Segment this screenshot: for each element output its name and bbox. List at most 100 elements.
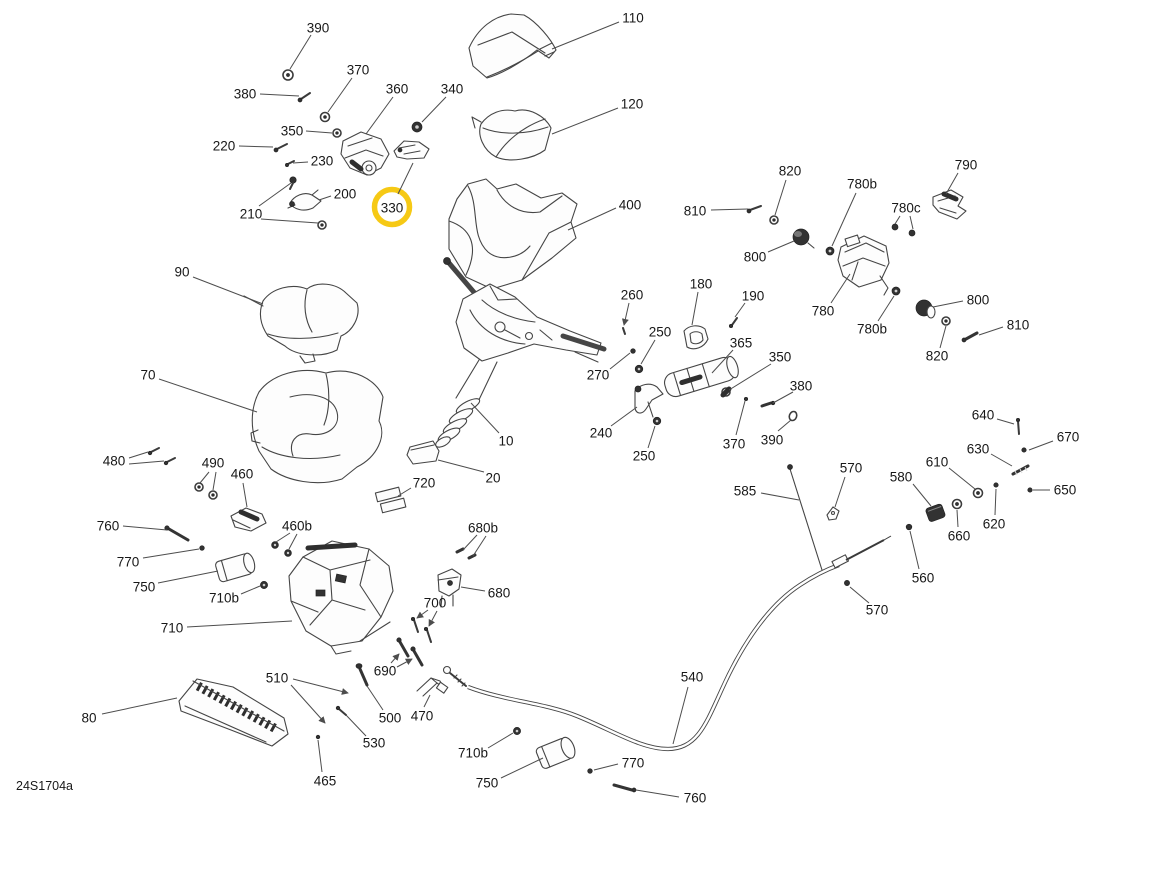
callout-750[interactable]: 750 — [476, 757, 544, 791]
callout-460[interactable]: 460 — [231, 467, 254, 508]
part-number-270[interactable]: 270 — [587, 368, 610, 383]
part-number-620[interactable]: 620 — [983, 517, 1006, 532]
callout-330[interactable]: 330 — [381, 162, 414, 216]
part-number-510[interactable]: 510 — [266, 671, 289, 686]
callout-660[interactable]: 660 — [948, 509, 971, 544]
part-number-760[interactable]: 760 — [97, 519, 120, 534]
part-number-790[interactable]: 790 — [955, 158, 978, 173]
part-number-460[interactable]: 460 — [231, 467, 254, 482]
part-number-660[interactable]: 660 — [948, 529, 971, 544]
part-number-750[interactable]: 750 — [476, 776, 499, 791]
callout-580[interactable]: 580 — [890, 470, 932, 507]
callout-800[interactable]: 800 — [932, 293, 989, 308]
callout-640[interactable]: 640 — [972, 408, 1015, 425]
part-number-190[interactable]: 190 — [742, 289, 765, 304]
part-number-365[interactable]: 365 — [730, 336, 753, 351]
callout-470[interactable]: 470 — [411, 694, 434, 724]
part-number-820[interactable]: 820 — [926, 349, 949, 364]
callout-810[interactable]: 810 — [978, 318, 1029, 336]
part-number-700[interactable]: 700 — [424, 596, 447, 611]
part-number-350[interactable]: 350 — [769, 350, 792, 365]
part-number-380[interactable]: 380 — [234, 87, 257, 102]
part-number-390[interactable]: 390 — [307, 21, 330, 36]
part-number-780c[interactable]: 780c — [891, 201, 921, 216]
callout-710[interactable]: 710 — [161, 621, 293, 636]
part-number-370[interactable]: 370 — [347, 63, 370, 78]
part-number-760[interactable]: 760 — [684, 791, 707, 806]
part-number-530[interactable]: 530 — [363, 736, 386, 751]
part-number-260[interactable]: 260 — [621, 288, 644, 303]
part-number-585[interactable]: 585 — [734, 484, 757, 499]
callout-370[interactable]: 370 — [723, 400, 746, 452]
callout-80[interactable]: 80 — [81, 697, 178, 726]
callout-120[interactable]: 120 — [551, 97, 644, 135]
callout-250[interactable]: 250 — [633, 425, 656, 464]
part-number-630[interactable]: 630 — [967, 442, 990, 457]
part-number-540[interactable]: 540 — [681, 670, 704, 685]
part-number-370[interactable]: 370 — [723, 437, 746, 452]
part-number-390[interactable]: 390 — [761, 433, 784, 448]
callout-630[interactable]: 630 — [967, 442, 1013, 467]
part-number-330[interactable]: 330 — [381, 201, 404, 216]
part-number-690[interactable]: 690 — [374, 664, 397, 679]
part-number-90[interactable]: 90 — [174, 265, 189, 280]
callout-620[interactable]: 620 — [983, 488, 1006, 532]
part-number-120[interactable]: 120 — [621, 97, 644, 112]
callout-820[interactable]: 820 — [774, 164, 801, 216]
part-number-220[interactable]: 220 — [213, 139, 236, 154]
part-number-810[interactable]: 810 — [684, 204, 707, 219]
part-number-380[interactable]: 380 — [790, 379, 813, 394]
part-number-10[interactable]: 10 — [498, 434, 513, 449]
part-number-70[interactable]: 70 — [140, 368, 155, 383]
callout-570[interactable]: 570 — [834, 461, 863, 508]
part-number-710b[interactable]: 710b — [209, 591, 239, 606]
callout-260[interactable]: 260 — [621, 288, 644, 326]
part-number-770[interactable]: 770 — [622, 756, 645, 771]
part-number-110[interactable]: 110 — [622, 11, 644, 26]
callout-530[interactable]: 530 — [345, 714, 386, 751]
callout-750[interactable]: 750 — [133, 570, 219, 595]
part-number-670[interactable]: 670 — [1057, 430, 1080, 445]
callout-780b[interactable]: 780b — [857, 295, 895, 337]
part-number-800[interactable]: 800 — [744, 250, 767, 265]
callout-780c[interactable]: 780c — [891, 201, 921, 230]
callout-20[interactable]: 20 — [437, 459, 501, 486]
part-number-770[interactable]: 770 — [117, 555, 140, 570]
callout-780[interactable]: 780 — [812, 273, 851, 319]
callout-610[interactable]: 610 — [926, 455, 976, 490]
callout-710b[interactable]: 710b — [458, 732, 514, 761]
part-number-340[interactable]: 340 — [441, 82, 464, 97]
callout-810[interactable]: 810 — [684, 204, 749, 219]
callout-465[interactable]: 465 — [314, 739, 337, 789]
part-number-400[interactable]: 400 — [619, 198, 642, 213]
callout-270[interactable]: 270 — [587, 352, 631, 383]
part-number-465[interactable]: 465 — [314, 774, 337, 789]
callout-250[interactable]: 250 — [640, 325, 671, 365]
part-number-570[interactable]: 570 — [866, 603, 889, 618]
callout-380[interactable]: 380 — [772, 379, 813, 404]
part-number-570[interactable]: 570 — [840, 461, 863, 476]
callout-90[interactable]: 90 — [174, 265, 264, 305]
part-number-640[interactable]: 640 — [972, 408, 995, 423]
part-number-20[interactable]: 20 — [485, 471, 500, 486]
part-number-750[interactable]: 750 — [133, 580, 156, 595]
callout-585[interactable]: 585 — [734, 484, 800, 501]
part-number-680b[interactable]: 680b — [468, 521, 498, 536]
callout-790[interactable]: 790 — [945, 158, 978, 195]
part-number-180[interactable]: 180 — [690, 277, 713, 292]
part-number-250[interactable]: 250 — [633, 449, 656, 464]
part-number-240[interactable]: 240 — [590, 426, 613, 441]
callout-390[interactable]: 390 — [289, 21, 330, 70]
callout-700[interactable]: 700 — [416, 596, 447, 627]
part-number-780b[interactable]: 780b — [857, 322, 887, 337]
callout-540[interactable]: 540 — [672, 670, 704, 745]
callout-390[interactable]: 390 — [761, 419, 792, 448]
callout-780b[interactable]: 780b — [831, 177, 877, 247]
callout-180[interactable]: 180 — [690, 277, 713, 326]
callout-365[interactable]: 365 — [711, 336, 753, 374]
callout-370[interactable]: 370 — [327, 63, 370, 113]
callout-560[interactable]: 560 — [909, 530, 934, 586]
callout-690[interactable]: 690 — [374, 653, 413, 679]
callout-210[interactable]: 210 — [240, 182, 319, 224]
part-number-610[interactable]: 610 — [926, 455, 949, 470]
